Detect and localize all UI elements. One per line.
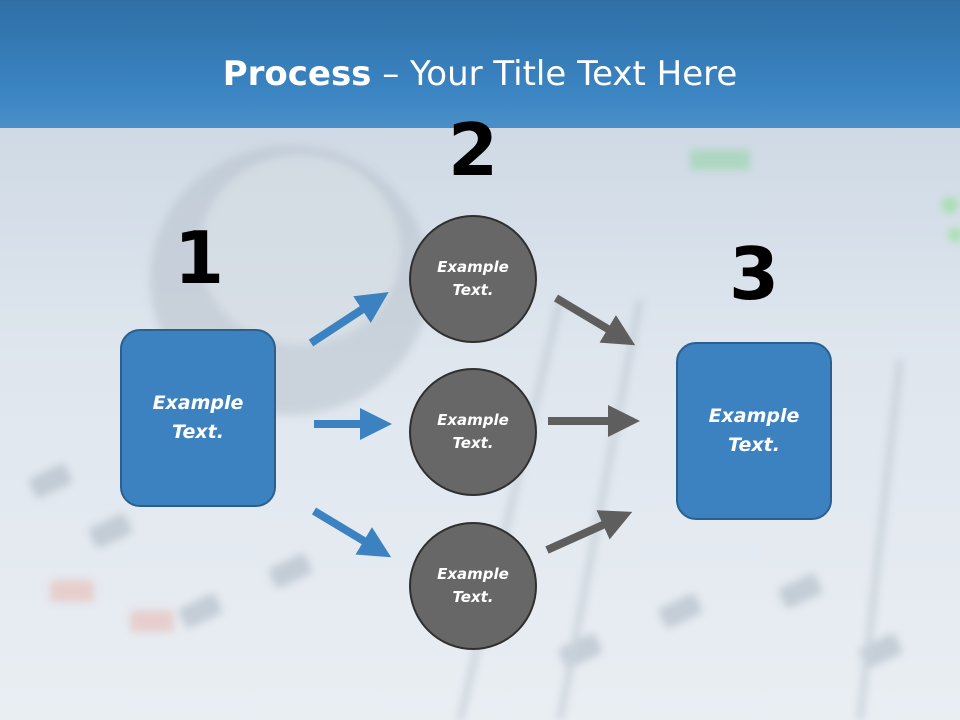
left-process-box: Example Text.: [120, 329, 276, 507]
circle-bottom-text: Example Text.: [437, 565, 509, 606]
title-rest: – Your Title Text Here: [371, 54, 738, 94]
arrow-left-to-bottom: [311, 507, 392, 558]
right-process-box: Example Text.: [676, 342, 832, 520]
circle-node-middle: Example Text.: [409, 368, 537, 496]
step-number-1: 1: [173, 216, 225, 300]
title-bar: [0, 0, 960, 128]
arrow-left-to-top: [308, 292, 389, 347]
circle-top-text: Example Text.: [437, 258, 509, 299]
circle-node-bottom: Example Text.: [409, 522, 537, 650]
left-box-text: Example Text.: [152, 392, 244, 443]
right-box-text: Example Text.: [708, 405, 800, 456]
step-number-3: 3: [728, 232, 780, 316]
circle-node-top: Example Text.: [409, 215, 537, 343]
title-bold: Process: [222, 54, 372, 94]
arrow-bottom-to-right: [545, 510, 633, 554]
circle-middle-text: Example Text.: [437, 411, 509, 452]
step-number-2: 2: [447, 108, 499, 192]
page-title: Process – Your Title Text Here: [0, 50, 960, 98]
arrow-top-to-right: [553, 294, 636, 346]
